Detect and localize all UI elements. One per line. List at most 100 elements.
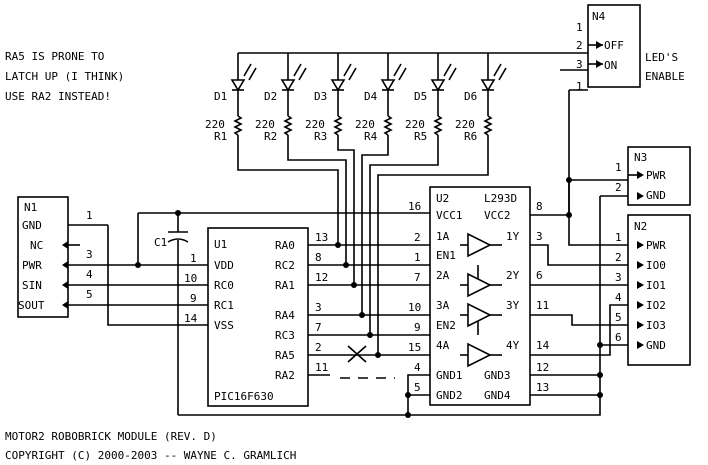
connector-n3: N3 PWR GND 1 2 [615,146,691,206]
resistor-value: 220 [255,118,275,131]
u1-pin-num: 10 [184,272,197,285]
u1-pin-label: RA4 [275,309,295,322]
u1-pin-num: 14 [184,312,198,325]
u1-pin-label: RA1 [275,279,295,292]
u1-pin-num: 11 [315,361,328,374]
u2-pin-num: 9 [414,321,421,334]
u1-pin-label: RC3 [275,329,295,342]
u2-pin-num: 15 [408,341,421,354]
diode-label: D6 [464,90,477,103]
u1-pin-num: 8 [315,251,322,264]
u1-pin-label: RC1 [214,299,234,312]
u1-pin-label: RA5 [275,349,295,362]
n1-pin-label: PWR [22,259,42,272]
u2-pin-num: 3 [536,230,543,243]
n3-pin-label: GND [646,189,666,202]
u1-name: U1 [214,238,227,251]
u2-pin-label: 3Y [506,299,520,312]
n4-name: N4 [592,10,606,23]
ic-u1: U1 PIC16F630 VDD RC0 RC1 VSS 1 10 9 14 R… [184,227,328,407]
u2-pin-num: 7 [414,271,421,284]
u2-pin-label: EN2 [436,319,456,332]
n2-pin-num: 4 [615,291,622,304]
n4-pin-3-label: ON [604,59,617,72]
u2-pin-label: VCC1 [436,209,463,222]
n1-name: N1 [24,201,37,214]
u2-pin-label: GND2 [436,389,463,402]
resistor-value: 220 [205,118,225,131]
connector-n4: N4 1 2 OFF 3 ON [576,4,641,88]
n3-pin-label: PWR [646,169,666,182]
diode-label: D4 [364,90,378,103]
u1-pin-num: 1 [190,252,197,265]
n4-pin-1-extra: 1 [576,80,583,93]
u1-pin-label: VDD [214,259,234,272]
resistor-value: 220 [305,118,325,131]
n4-pin-2-num: 2 [576,39,583,52]
u2-pin-num: 2 [414,231,421,244]
u1-pin-num: 13 [315,231,328,244]
u2-pin-label: GND3 [484,369,511,382]
leds-enable-line-2: ENABLE [645,70,685,83]
u1-pin-num: 7 [315,321,322,334]
note-line-3: USE RA2 INSTEAD! [5,90,111,103]
u2-pin-num: 16 [408,200,421,213]
u2-pin-label: VCC2 [484,209,511,222]
u2-pin-num: 14 [536,339,550,352]
n1-pin-label: SIN [22,279,42,292]
u2-pin-num: 11 [536,299,549,312]
n2-pin-num: 2 [615,251,622,264]
n2-pin-label: IO3 [646,319,666,332]
n2-pin-label: IO2 [646,299,666,312]
u2-pin-label: 4A [436,339,450,352]
footer-line-1: MOTOR2 ROBOBRICK MODULE (REV. D) [5,430,217,443]
note-line-2: LATCH UP (I THINK) [5,70,124,83]
resistor-name: R1 [214,130,227,143]
n2-name: N2 [634,220,647,233]
u2-pin-num: 13 [536,381,549,394]
n4-pin-3-num: 3 [576,58,583,71]
n2-pin-label: PWR [646,239,666,252]
resistor-value: 220 [355,118,375,131]
n2-pin-num: 3 [615,271,622,284]
n4-pin-2-label: OFF [604,39,624,52]
u1-pin-label: VSS [214,319,234,332]
u2-pin-label: GND1 [436,369,463,382]
u2-pin-num: 12 [536,361,549,374]
u1-pin-label: RC2 [275,259,295,272]
u1-pin-label: RA2 [275,369,295,382]
resistor-name: R6 [464,130,477,143]
resistor-value: 220 [405,118,425,131]
resistor-name: R3 [314,130,327,143]
n3-name: N3 [634,151,647,164]
note-line-1: RA5 IS PRONE TO [5,50,104,63]
u2-pin-label: 4Y [506,339,520,352]
n2-pin-num: 5 [615,311,622,324]
n3-pin-num: 2 [615,181,622,194]
n1-pin-label: NC [30,239,43,252]
u2-pin-label: 1Y [506,230,520,243]
u1-pin-num: 12 [315,271,328,284]
connector-n2: N2 PWR IO0 IO1 IO2 IO3 GND 1 2 3 4 5 6 [615,214,691,366]
u2-pin-num: 10 [408,301,421,314]
u2-part: L293D [484,192,517,205]
ic-u2: U2 L293D VCC1 1A EN1 2A 3A EN2 4A GND1 G… [408,186,550,406]
u2-pin-num: 6 [536,269,543,282]
u2-pin-label: EN1 [436,249,456,262]
led-array: D1 D2 D3 D4 D5 D6 220 R1 220 R2 220 R3 2… [205,53,507,146]
u2-pin-num: 1 [414,251,421,264]
n1-pin-num: 1 [86,209,93,222]
u2-name: U2 [436,192,449,205]
n4-pin-1-num: 1 [576,21,583,34]
n2-pin-num: 6 [615,331,622,344]
u2-pin-num: 5 [414,381,421,394]
u1-pin-num: 3 [315,301,322,314]
resistor-name: R2 [264,130,277,143]
n2-pin-num: 1 [615,231,622,244]
u1-pin-label: RA0 [275,239,295,252]
u2-pin-label: 2A [436,269,450,282]
u2-pin-label: 1A [436,230,450,243]
resistor-name: R4 [364,130,378,143]
n1-pin-label: SOUT [18,299,45,312]
